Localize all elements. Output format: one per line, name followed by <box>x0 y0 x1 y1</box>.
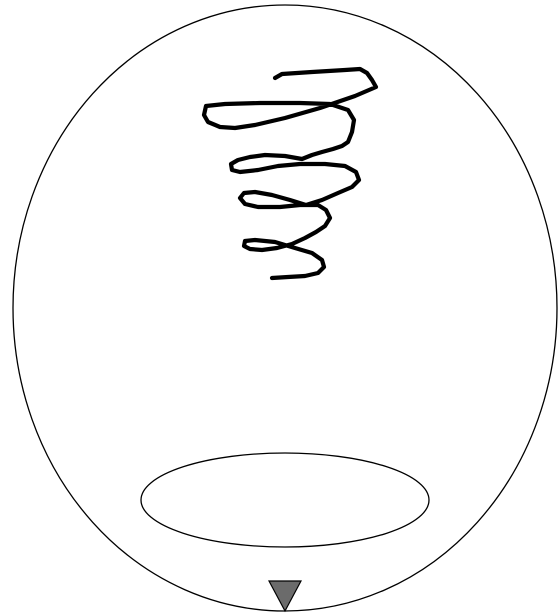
outer-ellipse <box>13 5 557 611</box>
inner-ellipse <box>141 453 429 547</box>
bottom-triangle <box>269 581 301 611</box>
scribble-coil <box>204 69 376 278</box>
